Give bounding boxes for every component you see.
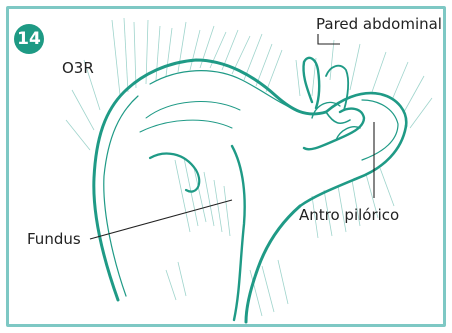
fundus-label: Fundus (27, 232, 81, 247)
stomach-outline (94, 58, 406, 322)
pared-abdominal-label: Pared abdominal (316, 17, 442, 32)
figure-code-label: O3R (62, 61, 94, 76)
figure-number-badge: 14 (14, 24, 44, 54)
pared-abdominal-leader (318, 34, 340, 44)
fundus-leader (90, 200, 232, 239)
antro-pilorico-label: Antro pilórico (299, 208, 399, 223)
